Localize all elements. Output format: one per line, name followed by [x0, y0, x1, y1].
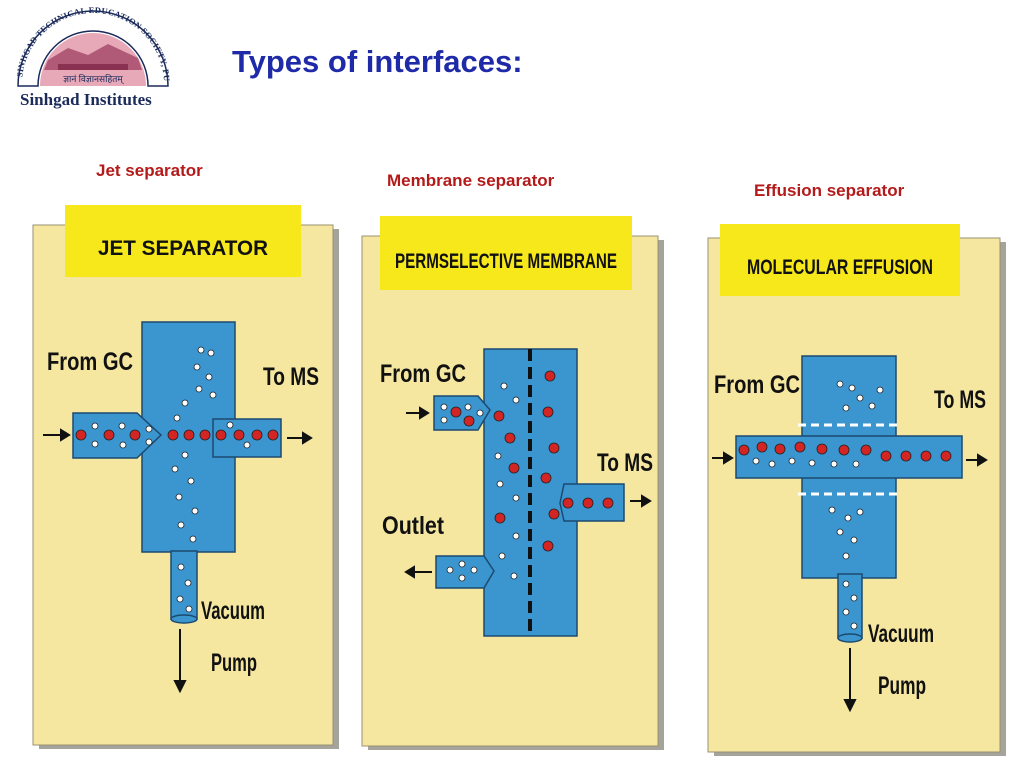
membrane-separator-panel: PERMSELECTIVE MEMBRANE — [354, 216, 674, 761]
membrane-waste-tube — [435, 555, 495, 589]
membrane-inlet-tube — [433, 395, 491, 431]
caption-membrane: Membrane separator — [387, 171, 555, 190]
caption-jet: Jet separator — [96, 161, 203, 180]
effusion-molecules — [738, 380, 952, 630]
institute-logo: SINHGAD TECHNICAL EDUCATION SOCIETY, PUN… — [5, 0, 178, 118]
effusion-banner-text: MOLECULAR EFFUSION — [747, 256, 933, 279]
membrane-banner — [380, 216, 632, 290]
effusion-separator-panel: MOLECULAR EFFUSION — [700, 218, 1012, 766]
effusion-label-from-gc: From GC — [714, 371, 800, 399]
effusion-banner — [720, 224, 960, 296]
membrane-flow-arrows — [404, 406, 652, 579]
jet-flow-arrows — [43, 428, 313, 694]
membrane-label-to-ms: To MS — [597, 449, 653, 477]
membrane-label-outlet: Outlet — [382, 512, 445, 540]
membrane-banner-text: PERMSELECTIVE MEMBRANE — [395, 250, 617, 273]
effusion-vacuum-tube — [837, 573, 863, 639]
membrane-separator-diagram: PERMSELECTIVE MEMBRANE — [361, 216, 664, 750]
svg-text:ज्ञानं विज्ञानसहितम्: ज्ञानं विज्ञानसहितम् — [63, 73, 124, 85]
logo-emblem: SINHGAD TECHNICAL EDUCATION SOCIETY, PUN… — [5, 0, 172, 87]
logo-name: Sinhgad Institutes — [20, 90, 152, 109]
membrane-molecules — [440, 370, 614, 582]
effusion-label-vacuum: Vacuum — [868, 620, 934, 648]
jet-separator-diagram: JET SEPARATOR — [32, 205, 339, 749]
effusion-label-to-ms: To MS — [934, 386, 986, 414]
jet-label-from-gc: From GC — [47, 348, 133, 376]
jet-vacuum-tube — [170, 550, 198, 620]
jet-molecules — [75, 346, 279, 613]
membrane-label-from-gc: From GC — [380, 360, 466, 388]
caption-effusion: Effusion separator — [754, 181, 905, 200]
effusion-separator-diagram: MOLECULAR EFFUSION — [707, 224, 1006, 756]
jet-separator-panel: JET SEPARATOR — [25, 205, 345, 760]
jet-label-vacuum: Vacuum — [201, 597, 265, 625]
jet-label-pump: Pump — [211, 649, 257, 677]
slide-title: Types of interfaces: — [232, 44, 523, 79]
effusion-flow-arrows — [712, 451, 988, 713]
jet-banner — [65, 205, 301, 277]
jet-banner-text: JET SEPARATOR — [98, 237, 268, 260]
jet-label-to-ms: To MS — [263, 363, 319, 391]
effusion-label-pump: Pump — [878, 672, 926, 700]
